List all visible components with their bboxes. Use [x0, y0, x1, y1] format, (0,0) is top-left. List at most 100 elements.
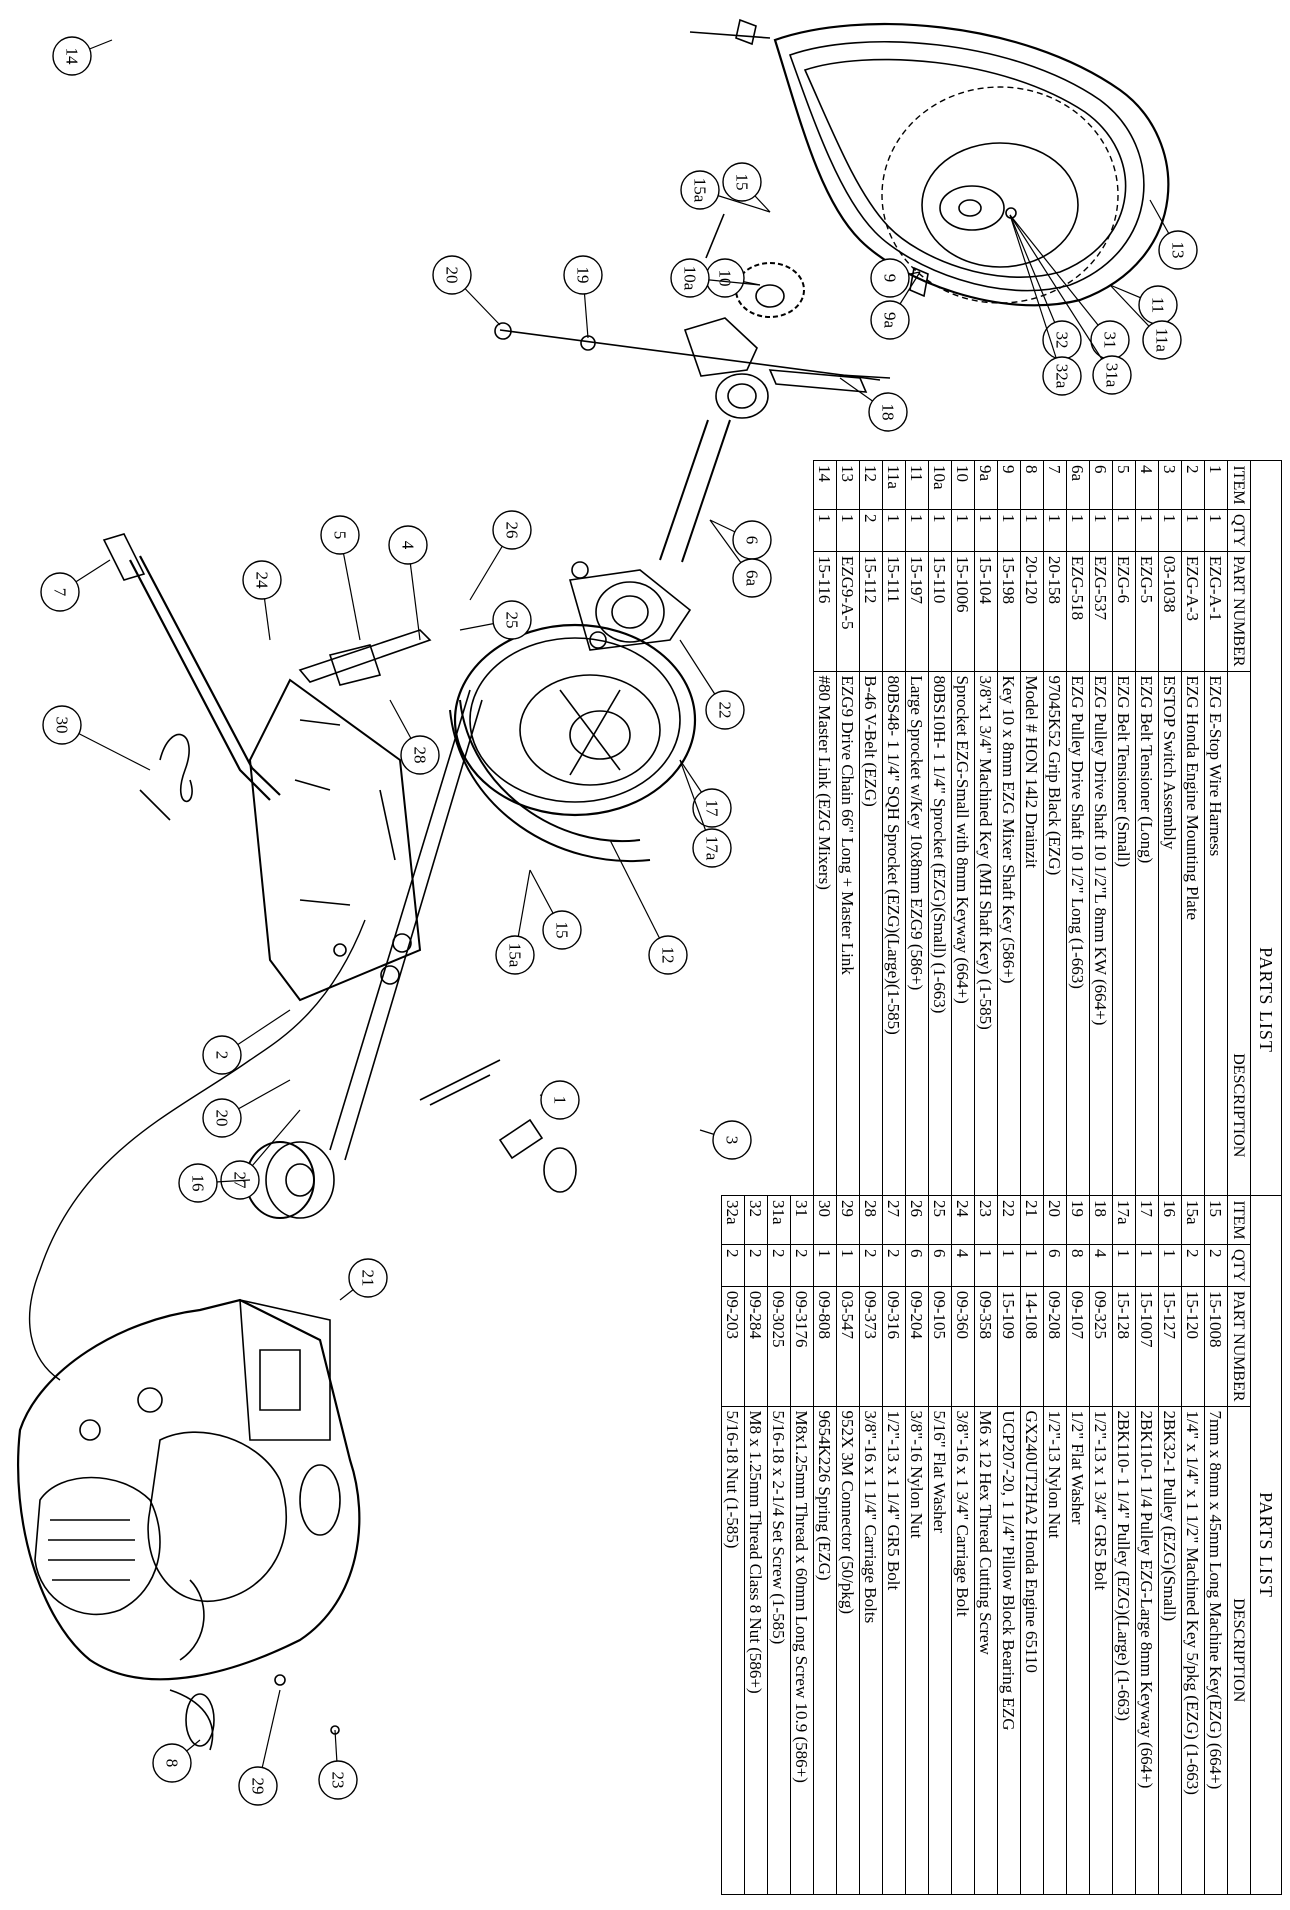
cell-part-number: 09-3176: [790, 1286, 814, 1407]
callout-balloon-label: 32a: [1053, 364, 1072, 389]
cell-qty: 1: [1135, 509, 1159, 552]
callout-leader-line: [1010, 215, 1110, 340]
cell-part-number: 09-325: [1089, 1286, 1113, 1407]
cell-part-number: 15-198: [997, 551, 1021, 672]
cell-part-number: 15-1006: [951, 551, 975, 672]
cell-part-number: 15-1008: [1204, 1286, 1228, 1407]
callout-balloon: [564, 256, 602, 294]
cell-part-number: EZG-5: [1135, 551, 1159, 672]
cell-qty: 1: [951, 509, 975, 552]
cell-description: 3/8"-16 x 1 3/4" Carriage Bolt: [951, 1406, 975, 1895]
callout-balloon-label: 9: [881, 274, 900, 283]
callout-balloon-label: 11a: [1153, 328, 1172, 352]
callout-balloon: [681, 171, 719, 209]
callout-balloon-label: 15: [553, 922, 572, 939]
cell-qty: 1: [836, 509, 860, 552]
header-part-number: PART NUMBER: [1227, 551, 1251, 672]
cell-part-number: 15-109: [997, 1286, 1021, 1407]
header-description: DESCRIPTION: [1227, 1406, 1251, 1895]
cell-item: 32a: [721, 1195, 745, 1245]
cell-qty: 1: [1158, 1244, 1182, 1287]
cell-part-number: EZG-518: [1066, 551, 1090, 672]
cell-item: 3: [1158, 460, 1182, 510]
callout-balloon: [1043, 357, 1081, 395]
cell-item: 15: [1204, 1195, 1228, 1245]
callout-balloon: [671, 259, 709, 297]
header-qty: QTY: [1227, 509, 1251, 552]
cell-part-number: 15-116: [813, 551, 837, 672]
cell-description: 1/2" Flat Washer: [1066, 1406, 1090, 1895]
cell-qty: 1: [813, 1244, 837, 1287]
cell-part-number: 15-197: [905, 551, 929, 672]
cell-qty: 2: [790, 1244, 814, 1287]
cell-description: 1/4" x 1/4" x 1 1/2" Machined Key 5/pkg …: [1181, 1406, 1205, 1895]
drain-fitting: [170, 1675, 339, 1750]
cell-part-number: 15-112: [859, 551, 883, 672]
callout-balloon-label: 10: [716, 270, 735, 287]
cell-item: 17a: [1112, 1195, 1136, 1245]
cell-description: 5/16-18 Nut (1-585): [721, 1406, 745, 1895]
cell-item: 10a: [928, 460, 952, 510]
callout-balloon: [496, 936, 534, 974]
tensioner-handle-and-spring: [104, 534, 280, 820]
cell-qty: 2: [859, 509, 883, 552]
cell-item: 15a: [1181, 1195, 1205, 1245]
cell-description: M8x1.25mm Thread x 60mm Long Screw 10.9 …: [790, 1406, 814, 1895]
cell-qty: 8: [1066, 1244, 1090, 1287]
cell-part-number: 09-808: [813, 1286, 837, 1407]
cell-item: 18: [1089, 1195, 1113, 1245]
parts-list-table-lower: PARTS LIST ITEM QTY PART NUMBER DESCRIPT…: [721, 1195, 1282, 1895]
cell-part-number: 03-1038: [1158, 551, 1182, 672]
cell-description: 1/2"-13 x 1 1/4" GR5 Bolt: [882, 1406, 906, 1895]
cell-item: 7: [1043, 460, 1067, 510]
cell-qty: 1: [928, 509, 952, 552]
cell-part-number: EZG-537: [1089, 551, 1113, 672]
callout-balloon: [1093, 356, 1131, 394]
callout-balloon: [243, 561, 281, 599]
pillow-block-bearing-lower: [570, 562, 690, 650]
callout-balloon-label: 14: [63, 48, 82, 66]
callout-balloon-label: 32: [1053, 332, 1072, 349]
cell-item: 8: [1020, 460, 1044, 510]
cell-qty: 4: [1089, 1244, 1113, 1287]
callout-balloon-label: 21: [359, 1270, 378, 1287]
cell-item: 11: [905, 460, 929, 510]
callout-balloon: [733, 559, 771, 597]
cell-item: 12: [859, 460, 883, 510]
cell-qty: 1: [905, 509, 929, 552]
callout-balloon-label: 30: [53, 717, 72, 734]
cell-part-number: 09-358: [974, 1286, 998, 1407]
cell-qty: 1: [1158, 509, 1182, 552]
callout-balloon: [693, 789, 731, 827]
cell-part-number: 20-120: [1020, 551, 1044, 672]
cell-qty: 6: [1043, 1244, 1067, 1287]
cell-description: 2BK110-1 1/4 Pulley EZG-Large 8mm Keyway…: [1135, 1406, 1159, 1895]
cell-item: 25: [928, 1195, 952, 1245]
callout-balloon-label: 15a: [691, 178, 710, 203]
cell-item: 24: [951, 1195, 975, 1245]
callout-balloon-label: 12: [659, 947, 678, 964]
cell-qty: 1: [1020, 509, 1044, 552]
cell-qty: 1: [836, 1244, 860, 1287]
cell-item: 5: [1112, 460, 1136, 510]
cell-part-number: 09-3025: [767, 1286, 791, 1407]
callout-balloon-label: 3: [723, 1136, 742, 1145]
callout-balloon-label: 28: [411, 747, 430, 764]
cell-item: 6: [1089, 460, 1113, 510]
cell-qty: 1: [1112, 1244, 1136, 1287]
callout-balloon-label: 6: [743, 536, 762, 545]
callout-balloon-label: 19: [574, 267, 593, 284]
callout-balloon: [541, 1081, 579, 1119]
engine-mounting-plate: [250, 630, 430, 1000]
estop-wire-harness: [30, 920, 576, 1380]
cell-qty: 1: [1112, 509, 1136, 552]
cell-description: 7mm x 8mm x 45mm Long Machine Key(EZG) (…: [1204, 1406, 1228, 1895]
callout-balloon: [693, 829, 731, 867]
